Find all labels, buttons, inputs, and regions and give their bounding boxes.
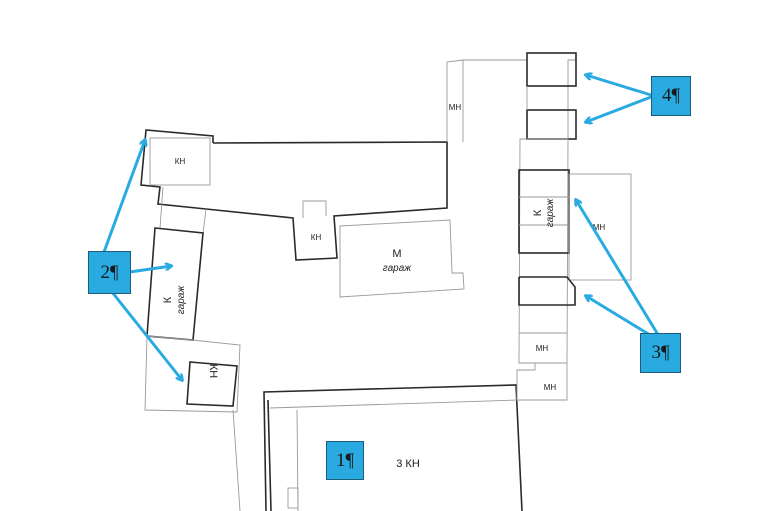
room-mn-bottom [516, 362, 568, 401]
label-kn: КН [311, 233, 322, 242]
room-left-lower [144, 335, 241, 413]
label-m: М [392, 248, 401, 260]
room-top-box-1 [526, 52, 577, 87]
label-garage: гараж [383, 263, 413, 274]
label-mn: МН [593, 223, 606, 232]
wall-thin [567, 59, 576, 139]
callout-3: 3¶ [640, 333, 681, 373]
wall-thin [232, 409, 241, 511]
label-mn: МН [544, 383, 557, 392]
room-kn-top-left [149, 137, 211, 186]
room-m-garage [339, 219, 465, 298]
label-mn: МН [449, 103, 462, 112]
wall-building-3-inner [267, 399, 272, 511]
label-k: К [532, 209, 544, 216]
room-k-garage-left [146, 227, 204, 341]
label-kn: КН [175, 157, 186, 166]
callout-2-arrows [102, 140, 182, 380]
wall-thin [446, 59, 527, 142]
label-mn: МН [536, 344, 549, 353]
callout-4: 4¶ [651, 76, 691, 116]
right-strip [518, 138, 569, 364]
callout-4-arrows [586, 75, 653, 122]
wall-main [140, 129, 448, 261]
callout-3-arrows [576, 200, 659, 337]
room-top-box-2 [526, 109, 577, 140]
room-k-garage-right [518, 169, 570, 254]
callout-2: 2¶ [88, 251, 131, 294]
wall-thin [202, 208, 207, 234]
label-garage: гараж [176, 285, 187, 315]
wall-thin [159, 186, 164, 229]
label-3kn: 3 КН [396, 458, 420, 470]
wall-thin [269, 399, 519, 409]
stair [287, 487, 299, 509]
wall-bump [302, 200, 327, 218]
callout-1: 1¶ [326, 441, 364, 480]
room-kn-bottom-left [186, 361, 238, 407]
label-k: К [162, 296, 174, 303]
label-garage: гараж [545, 198, 556, 228]
wall-building-3 [263, 384, 523, 511]
room-box-3 [518, 276, 576, 306]
room-mn-right [568, 173, 632, 281]
label-kn: КН [207, 364, 219, 378]
